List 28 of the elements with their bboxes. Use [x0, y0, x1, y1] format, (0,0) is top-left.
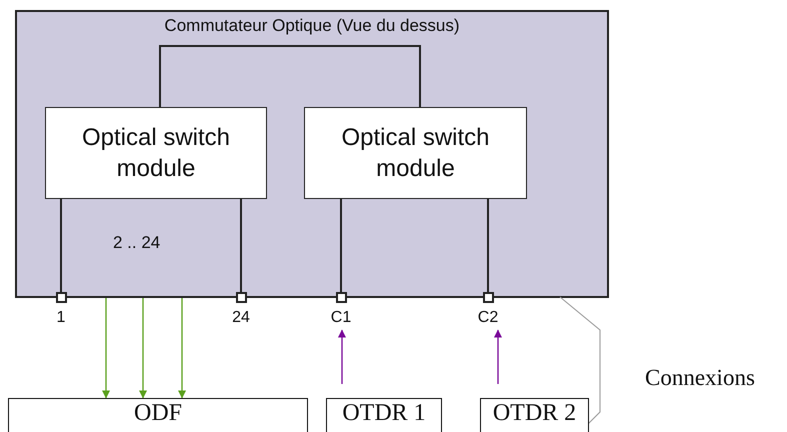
- panel-title: Commutateur Optique (Vue du dessus): [163, 16, 461, 36]
- connection-line: [487, 199, 489, 292]
- connection-line: [60, 199, 62, 292]
- connection-line: [340, 199, 342, 292]
- equipment-label: OTDR 1: [342, 399, 426, 428]
- module-box: [304, 107, 527, 199]
- device-panel: [15, 10, 609, 298]
- equipment-label: OTDR 2: [492, 399, 576, 428]
- module-label: Optical switch module: [80, 122, 232, 184]
- equipment-box: [480, 398, 589, 432]
- arrow: [178, 298, 186, 398]
- note-label: Connexions: [645, 365, 755, 391]
- equipment-label: ODF: [134, 399, 182, 428]
- arrow: [494, 330, 502, 384]
- port-label: C2: [478, 310, 498, 326]
- equipment-box: [326, 398, 442, 432]
- connection-line: [240, 199, 242, 292]
- equipment-box: [8, 398, 308, 432]
- arrow: [139, 298, 148, 398]
- connection-line: [159, 45, 421, 107]
- port-label: C1: [330, 310, 352, 326]
- port-label: 24: [232, 310, 250, 326]
- module-box: [45, 107, 267, 199]
- port-label: 1: [56, 310, 66, 326]
- arrow: [102, 298, 110, 398]
- note-label: 2 .. 24: [113, 233, 160, 253]
- module-label: Optical switch module: [340, 122, 491, 184]
- arrow: [338, 330, 346, 384]
